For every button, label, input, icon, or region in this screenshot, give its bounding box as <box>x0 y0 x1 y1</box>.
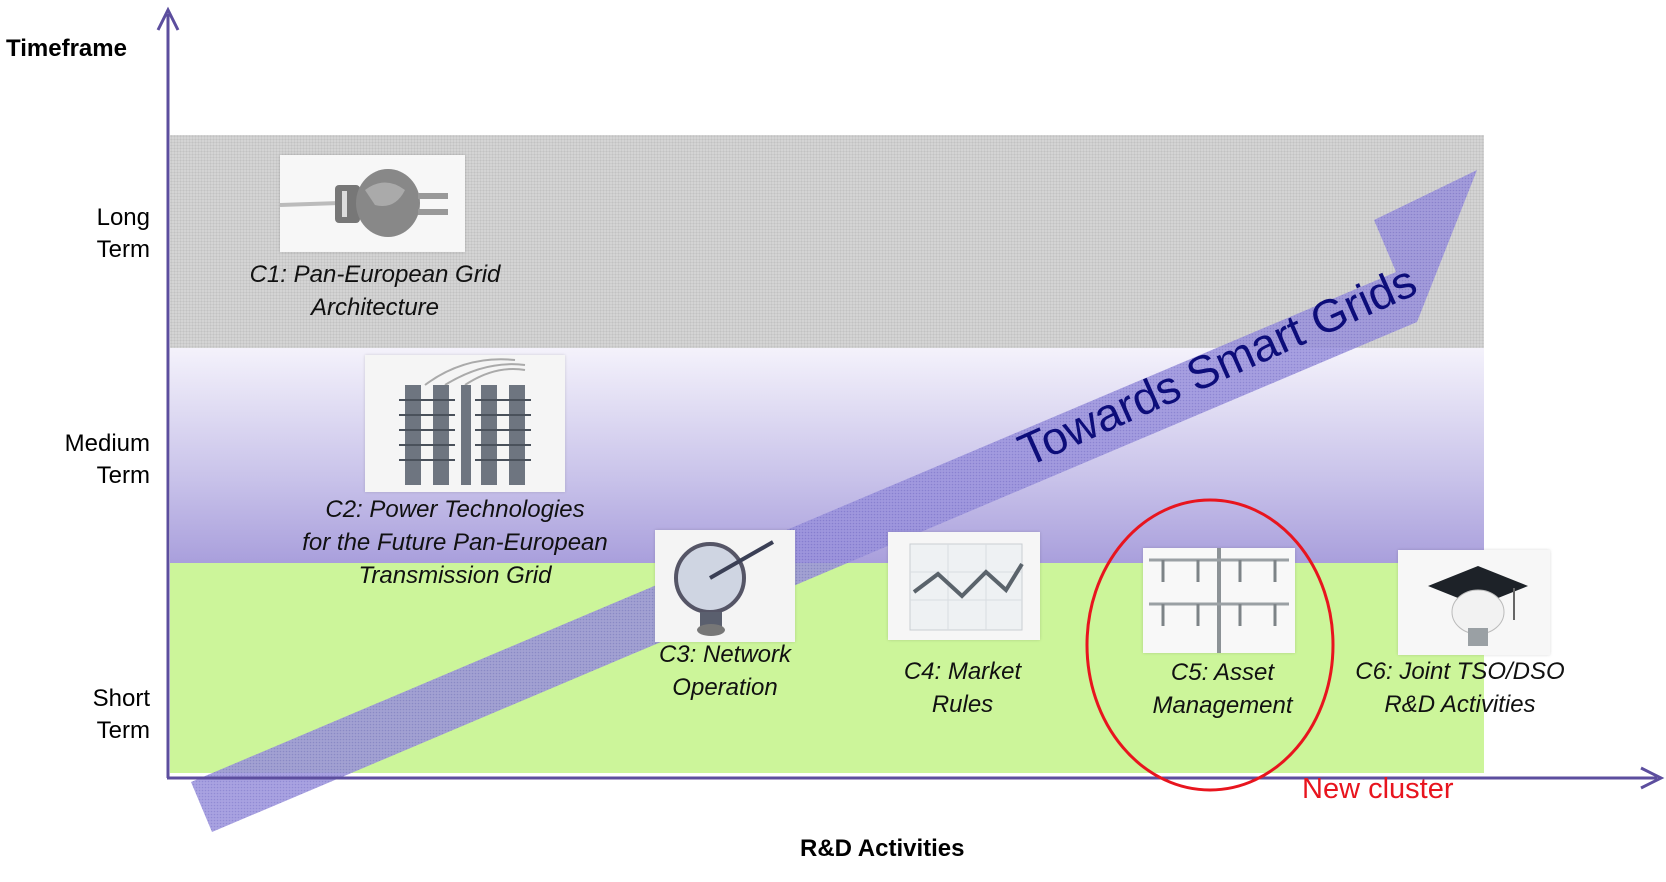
pylon-icon <box>1143 548 1295 653</box>
x-axis-title: R&D Activities <box>800 835 965 862</box>
smart-grids-arrow <box>191 170 1477 832</box>
x-axis-arrowhead <box>1640 766 1665 790</box>
gauge-icon <box>655 530 795 642</box>
new-cluster-label: New cluster <box>1302 773 1454 805</box>
graduate-bulb-icon <box>1398 550 1550 655</box>
plug-icon <box>280 155 465 252</box>
new-cluster-circle <box>1085 498 1335 792</box>
insulators-icon <box>365 355 565 492</box>
y-axis-arrowhead <box>156 6 180 31</box>
market-chart-icon <box>888 532 1040 640</box>
y-axis-title: Timeframe <box>6 35 127 62</box>
